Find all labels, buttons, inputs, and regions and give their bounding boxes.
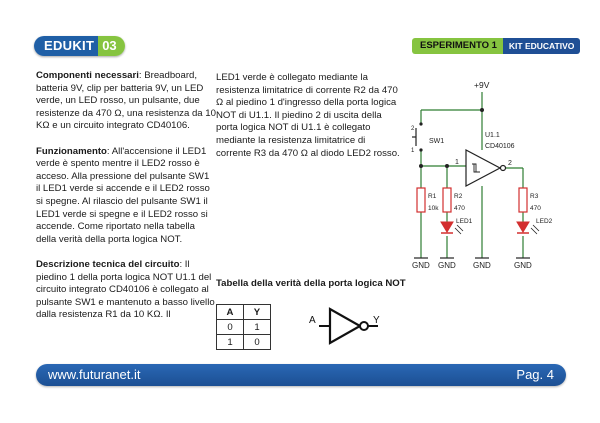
function-text: : All'accensione il LED1 verde è spento …: [36, 145, 210, 245]
edukit-logo: EDUKIT 03: [34, 36, 125, 56]
truth-table: A Y 0 1 1 0: [216, 304, 271, 350]
components-title: Componenti necessari: [36, 70, 139, 81]
table-cell: 0: [216, 319, 244, 335]
experiment-label: ESPERIMENTO 1: [412, 38, 503, 54]
description-paragraph: Descrizione tecnica del circuito: Il pie…: [36, 259, 216, 322]
switch-sw1: SW1 2 1: [411, 122, 444, 154]
ic-pin-in: 1: [455, 159, 459, 166]
led1-label: LED1: [456, 218, 473, 225]
truth-header-a: A: [216, 304, 244, 320]
gate-input-label: A: [309, 315, 316, 326]
ic-part: CD40106: [485, 143, 515, 150]
description-text: : Il piedino 1 della porta logica NOT U1…: [36, 258, 215, 321]
table-cell: 1: [243, 319, 271, 335]
resistor-r2: R2 470: [442, 187, 465, 213]
kit-label: KIT EDUCATIVO: [502, 38, 581, 54]
resistor-r1: R1 10k: [416, 187, 439, 213]
r1-value: 10k: [428, 205, 439, 212]
r2-value: 470: [454, 205, 465, 212]
gnd-label-1: GND: [412, 261, 430, 270]
function-paragraph: Funzionamento: All'accensione il LED1 ve…: [36, 146, 216, 247]
function-title: Funzionamento: [36, 145, 107, 157]
truth-table-title: Tabella della verità della porta logica …: [216, 278, 406, 289]
gnd-label-2: GND: [438, 261, 456, 270]
r2-label: R2: [454, 193, 463, 200]
table-row: 0 1: [216, 319, 271, 335]
table-cell: 1: [216, 334, 244, 350]
switch-pin-bottom: 1: [411, 148, 415, 154]
r1-label: R1: [428, 193, 437, 200]
components-paragraph: Componenti necessari: Breadboard, batter…: [36, 70, 216, 133]
r3-label: R3: [530, 193, 539, 200]
ic-label: U1.1: [485, 132, 500, 139]
switch-label: SW1: [429, 138, 444, 145]
ic-pin-out: 2: [508, 160, 512, 167]
footer-url-link[interactable]: www.futuranet.it: [48, 367, 141, 382]
led2-icon: LED2: [516, 218, 553, 235]
resistor-r3: R3 470: [518, 187, 541, 213]
not-gate-u1: U1.1 CD40106 1 2: [455, 132, 515, 187]
r3-value: 470: [530, 205, 541, 212]
experiment-badge: ESPERIMENTO 1 KIT EDUCATIVO: [412, 38, 581, 54]
middle-column: LED1 verde è collegato mediante la resis…: [216, 72, 401, 160]
components-text: : Breadboard, batteria 9V, clip per batt…: [36, 70, 216, 132]
not-gate-symbol: A Y: [309, 307, 380, 345]
footer-bar: www.futuranet.it Pag. 4: [36, 364, 566, 386]
gnd-label-3: GND: [473, 261, 491, 270]
left-column: Componenti necessari: Breadboard, batter…: [36, 70, 216, 322]
led2-label: LED2: [536, 218, 553, 225]
table-cell: 0: [243, 334, 271, 350]
led1-icon: LED1: [440, 218, 473, 235]
gate-output-label: Y: [373, 315, 380, 326]
logo-number: 03: [98, 36, 125, 56]
table-row: 1 0: [216, 334, 271, 350]
logo-main-text: EDUKIT: [34, 36, 99, 56]
gnd-label-4: GND: [514, 261, 532, 270]
middle-text: LED1 verde è collegato mediante la resis…: [216, 72, 400, 159]
truth-header-y: Y: [243, 304, 271, 320]
supply-label: +9V: [474, 80, 490, 90]
description-title: Descrizione tecnica del circuito: [36, 258, 180, 270]
switch-pin-top: 2: [411, 126, 415, 132]
page-number: Pag. 4: [516, 367, 554, 382]
